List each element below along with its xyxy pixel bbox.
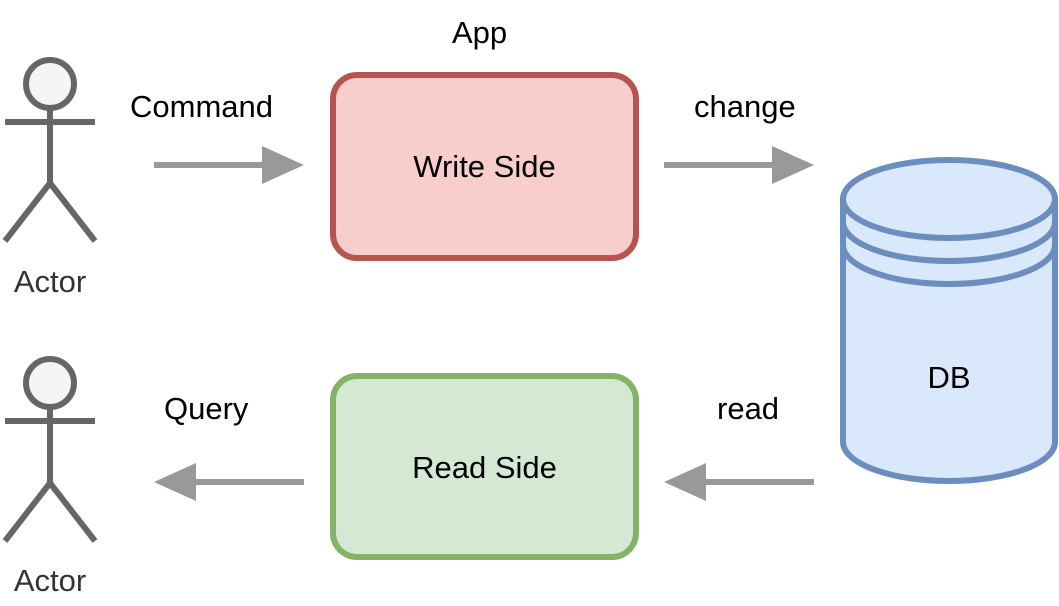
write-side-box: [330, 72, 639, 261]
db-label: DB: [927, 360, 971, 395]
container-label-app: App: [452, 15, 508, 50]
arrow-read: [664, 463, 814, 501]
read-side-label: Read Side: [412, 450, 557, 485]
edge-label-query: Query: [164, 391, 249, 426]
edge-label-command: Command: [130, 89, 273, 124]
actor-writer-label: Actor: [13, 264, 87, 299]
db-cylinder: [840, 157, 1058, 484]
actor-reader-icon: [2, 356, 98, 543]
arrow-change: [664, 146, 814, 184]
edge-label-change: change: [694, 89, 796, 124]
read-side-box: [330, 373, 639, 560]
actor-reader-label: Actor: [13, 563, 87, 598]
arrow-command: [154, 146, 304, 184]
actor-writer-icon: [2, 57, 98, 243]
edge-label-read: read: [717, 391, 780, 426]
arrow-query: [154, 463, 304, 501]
write-side-label: Write Side: [413, 149, 556, 184]
